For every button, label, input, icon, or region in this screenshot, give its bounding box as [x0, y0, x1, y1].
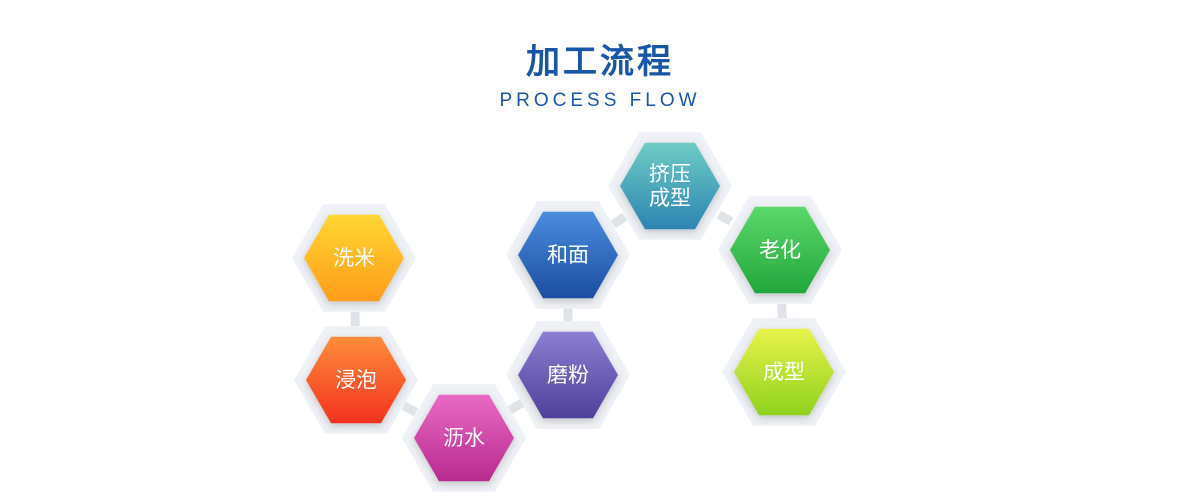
connector-2 [401, 401, 419, 417]
step-hexagon [304, 214, 404, 302]
step-hexagon [734, 328, 834, 416]
page-subtitle: PROCESS FLOW [499, 90, 701, 111]
step-label: 和面 [547, 243, 589, 267]
step-label: 洗米 [333, 246, 375, 270]
step-hexagon [730, 206, 830, 294]
step-label: 磨粉 [547, 363, 589, 387]
step-hexagon [518, 331, 618, 419]
connector-5 [610, 212, 628, 229]
step-label: 成型 [649, 186, 691, 210]
step-label: 老化 [759, 238, 801, 262]
page-title: 加工流程 [526, 42, 674, 82]
connector-3 [507, 399, 525, 414]
step-forming: 成型 [722, 318, 846, 426]
step-label: 沥水 [443, 426, 485, 450]
connector-6 [716, 210, 734, 226]
step-drain: 沥水 [402, 384, 526, 492]
step-label: 成型 [763, 360, 805, 384]
step-mill: 磨粉 [506, 321, 630, 429]
step-hexagon [414, 394, 514, 482]
step-hexagon [620, 142, 720, 230]
step-soak: 浸泡 [294, 326, 418, 434]
step-hexagon [306, 336, 406, 424]
step-hexagon [518, 211, 618, 299]
step-label: 浸泡 [335, 368, 377, 392]
step-wash-rice: 洗米 [292, 204, 416, 312]
step-knead: 和面 [506, 201, 630, 309]
step-label: 挤压 [649, 162, 691, 186]
step-aging: 老化 [718, 196, 842, 304]
